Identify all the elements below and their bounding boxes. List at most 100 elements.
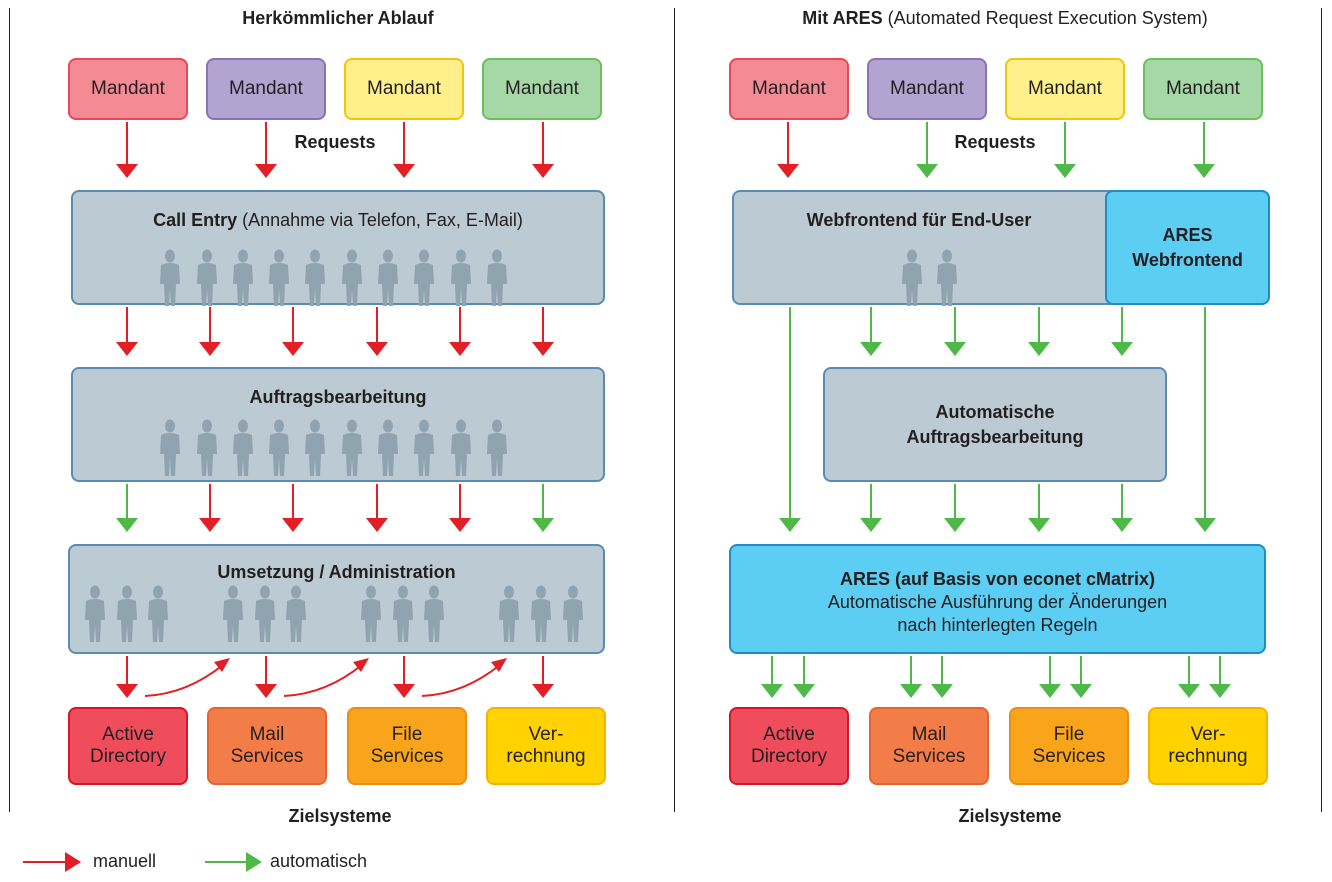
right-heading: Mit ARES (Automated Request Execution Sy…	[700, 8, 1310, 29]
left-requests-label: Requests	[294, 132, 376, 152]
auftragsbearbeitung-box: Auftragsbearbeitung	[71, 367, 605, 482]
call-entry-title-rest: (Annahme via Telefon, Fax, E-Mail)	[237, 210, 523, 230]
right-target-verrechnung: Ver-rechnung	[1148, 707, 1268, 785]
left-zielsysteme-label: Zielsysteme	[288, 806, 392, 826]
left-target-arrow-4	[532, 656, 554, 698]
left-processing-arrow-1	[116, 484, 138, 532]
target-line-1: Ver-	[1190, 724, 1226, 745]
right-entry-arrow-1	[860, 307, 882, 356]
person-icon	[451, 419, 471, 476]
ares-main-line-1: ARES (auf Basis von econet cMatrix)	[839, 569, 1156, 589]
right-target-arrow-4-1	[1178, 656, 1200, 698]
person-icon	[148, 585, 168, 642]
left-target-arrow-3	[393, 656, 415, 698]
right-mandant-2: Mandant	[867, 58, 987, 120]
right-entry-arrow-2	[944, 307, 966, 356]
left-entry-arrow-5	[449, 307, 471, 356]
target-line-2: Services	[370, 746, 444, 767]
umsetzung-box: Umsetzung / Administration	[68, 544, 605, 654]
target-line-2: Services	[1032, 746, 1106, 767]
target-line-2: Directory	[750, 746, 827, 767]
person-icon	[451, 249, 471, 306]
legend-manual-label: manuell	[93, 851, 157, 871]
person-icon	[361, 585, 381, 642]
ares-main-box: ARES (auf Basis von econet cMatrix) Auto…	[729, 544, 1266, 654]
person-icon	[197, 249, 217, 306]
right-entry-arrow-4	[1111, 307, 1133, 356]
person-icon	[487, 249, 507, 306]
left-request-arrow-4	[532, 122, 554, 178]
person-icon	[414, 249, 434, 306]
auto-line-1: Automatische	[935, 401, 1055, 422]
legend-manual-arrow	[23, 852, 81, 872]
left-processing-arrow-2	[199, 484, 221, 532]
right-target-arrow-2-1	[900, 656, 922, 698]
call-entry-title-bold: Call Entry	[153, 210, 238, 230]
person-icon	[305, 249, 325, 306]
curved-arrow-3	[421, 658, 507, 697]
person-icon	[902, 249, 922, 306]
right-zielsysteme-label: Zielsysteme	[958, 806, 1062, 826]
right-entry-arrow-3	[1028, 307, 1050, 356]
target-line-2: Directory	[89, 746, 166, 767]
left-divider	[9, 8, 10, 812]
ares-main-line-2: Automatische Ausführung der Änderungen	[827, 592, 1168, 612]
ares-webfrontend-box: ARES Webfrontend	[1105, 190, 1270, 305]
center-divider	[674, 8, 675, 812]
webfrontend-title: Webfrontend für End-User	[806, 210, 1032, 230]
auto-line-2: Auftragsbearbeitung	[906, 426, 1084, 447]
person-icon	[499, 585, 519, 642]
target-line-1: Active	[102, 724, 154, 745]
person-icon	[255, 585, 275, 642]
legend-automatic-arrow	[205, 852, 262, 872]
right-target-arrow-3-1	[1039, 656, 1061, 698]
left-processing-arrow-3	[282, 484, 304, 532]
left-request-arrow-2	[255, 122, 277, 178]
auto-auftragsbearbeitung-title: Automatische Auftragsbearbeitung	[906, 400, 1083, 450]
left-mandant-2: Mandant	[206, 58, 326, 120]
right-target-arrow-2-2	[931, 656, 953, 698]
right-request-arrow-2	[916, 122, 938, 178]
right-processing-arrow-3	[1028, 484, 1050, 532]
person-icon	[378, 249, 398, 306]
right-target-arrow-1-1	[761, 656, 783, 698]
call-entry-box: Call Entry (Annahme via Telefon, Fax, E-…	[71, 190, 605, 305]
target-line-2: rechnung	[506, 746, 586, 767]
right-mandant-1: Mandant	[729, 58, 849, 120]
auto-auftragsbearbeitung-box: Automatische Auftragsbearbeitung	[823, 367, 1167, 482]
ares-main-text: ARES (auf Basis von econet cMatrix) Auto…	[731, 568, 1264, 637]
right-target-arrow-4-2	[1209, 656, 1231, 698]
left-target-verrechnung: Ver-rechnung	[486, 707, 606, 785]
curved-arrow-1	[144, 658, 230, 697]
legend-automatic-label: automatisch	[270, 851, 368, 871]
right-target-arrow-3-2	[1070, 656, 1092, 698]
right-request-arrow-1	[777, 122, 799, 178]
left-processing-arrow-6	[532, 484, 554, 532]
auftragsbearbeitung-title: Auftragsbearbeitung	[249, 387, 427, 407]
umsetzung-title: Umsetzung / Administration	[217, 562, 456, 582]
left-target-arrow-2	[255, 656, 277, 698]
right-heading-bold: Mit ARES	[802, 8, 883, 28]
target-line-1: File	[1053, 724, 1085, 745]
right-processing-arrow-2	[944, 484, 966, 532]
person-icon	[233, 419, 253, 476]
person-icon	[378, 419, 398, 476]
right-mandant-3: Mandant	[1005, 58, 1125, 120]
left-processing-arrow-4	[366, 484, 388, 532]
left-processing-arrow-5	[449, 484, 471, 532]
left-mandant-1: Mandant	[68, 58, 188, 120]
person-icon	[160, 249, 180, 306]
curved-arrow-2	[283, 658, 369, 697]
left-entry-arrow-2	[199, 307, 221, 356]
ares-main-line-3: nach hinterlegten Regeln	[897, 615, 1098, 635]
person-icon	[286, 585, 306, 642]
webfrontend-box: Webfrontend für End-User	[732, 190, 1132, 305]
person-icon	[531, 585, 551, 642]
target-line-2: rechnung	[1168, 746, 1248, 767]
left-mandant-4: Mandant	[482, 58, 602, 120]
